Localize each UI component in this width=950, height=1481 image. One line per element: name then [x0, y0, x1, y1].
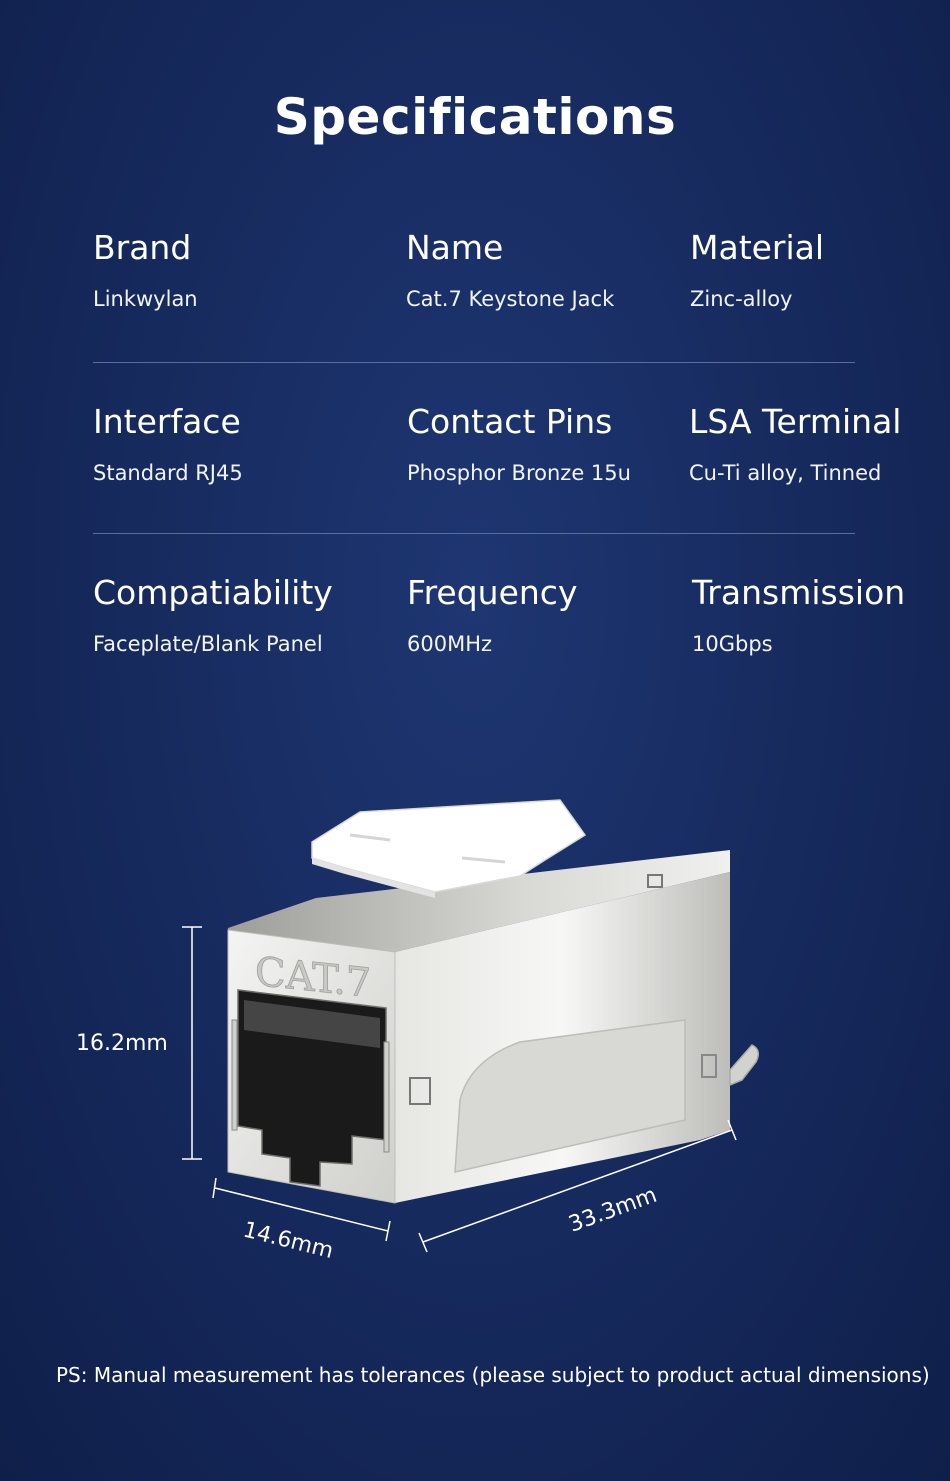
height-dimension-line	[182, 926, 202, 1160]
spec-label: Frequency	[407, 573, 578, 612]
spec-frequency: Frequency 600MHz	[407, 573, 577, 657]
latch-edge	[312, 858, 435, 898]
spec-value: Standard RJ45	[93, 461, 243, 485]
port-clip-right	[383, 1041, 390, 1153]
width-dimension-label: 14.6mm	[241, 1218, 336, 1264]
jack-top	[228, 850, 730, 952]
spec-transmission: Transmission 10Gbps	[692, 573, 905, 657]
jack-side-slot	[647, 874, 663, 888]
spec-contact-pins: Contact Pins Phosphor Bronze 15u	[407, 402, 631, 486]
spec-interface: Interface Standard RJ45	[93, 402, 243, 486]
spec-value: Phosphor Bronze 15u	[407, 461, 631, 485]
spec-label: Transmission	[692, 573, 906, 612]
jack-rear-tab	[729, 1044, 759, 1087]
spec-compatibility: Compatiability Faceplate/Blank Panel	[93, 573, 333, 657]
latch-ridge	[349, 833, 391, 842]
spec-name: Name Cat.7 Keystone Jack	[406, 228, 614, 312]
spec-row-3: Compatiability Faceplate/Blank Panel Fre…	[0, 573, 950, 683]
keystone-jack-image: CAT.7 16.2mm 14.6mm 33.3mm	[76, 799, 759, 1264]
width-dimension-line	[212, 1177, 391, 1242]
spec-label: Brand	[93, 228, 192, 267]
spec-label: Contact Pins	[407, 402, 613, 441]
divider	[93, 533, 855, 534]
port-clip-left	[231, 1019, 238, 1131]
spec-value: Linkwylan	[93, 287, 198, 311]
spec-material: Material Zinc-alloy	[690, 228, 824, 312]
length-dimension-label: 33.3mm	[566, 1183, 661, 1238]
spec-label: LSA Terminal	[689, 402, 902, 441]
spec-label: Compatiability	[93, 573, 333, 612]
latch-ridge	[461, 856, 506, 864]
product-illustration: CAT.7 16.2mm 14.6mm 33.3mm	[0, 780, 950, 1300]
jack-rear-slot	[701, 1054, 717, 1078]
port-shielding	[244, 1000, 380, 1048]
spec-row-2: Interface Standard RJ45 Contact Pins Pho…	[0, 402, 950, 512]
height-dimension-label: 16.2mm	[76, 1031, 168, 1056]
spec-value: Cu-Ti alloy, Tinned	[689, 461, 882, 485]
spec-value: Cat.7 Keystone Jack	[406, 287, 615, 311]
spec-value: Faceplate/Blank Panel	[93, 632, 323, 656]
spec-row-1: Brand Linkwylan Name Cat.7 Keystone Jack…	[0, 228, 950, 338]
divider	[93, 362, 855, 363]
spec-label: Name	[406, 228, 504, 267]
front-side-slot	[409, 1077, 431, 1105]
spec-value: Zinc-alloy	[690, 287, 793, 311]
spec-value: 10Gbps	[692, 632, 773, 656]
spec-label: Material	[690, 228, 825, 267]
length-dimension-line	[418, 1119, 737, 1253]
spec-lsa-terminal: LSA Terminal Cu-Ti alloy, Tinned	[689, 402, 901, 486]
spec-value: 600MHz	[407, 632, 493, 656]
jack-side-recess	[454, 1019, 686, 1173]
ps-note: PS: Manual measurement has tolerances (p…	[56, 1363, 930, 1387]
spec-brand: Brand Linkwylan	[93, 228, 198, 312]
spec-label: Interface	[93, 402, 241, 441]
page-title: Specifications	[273, 88, 677, 146]
